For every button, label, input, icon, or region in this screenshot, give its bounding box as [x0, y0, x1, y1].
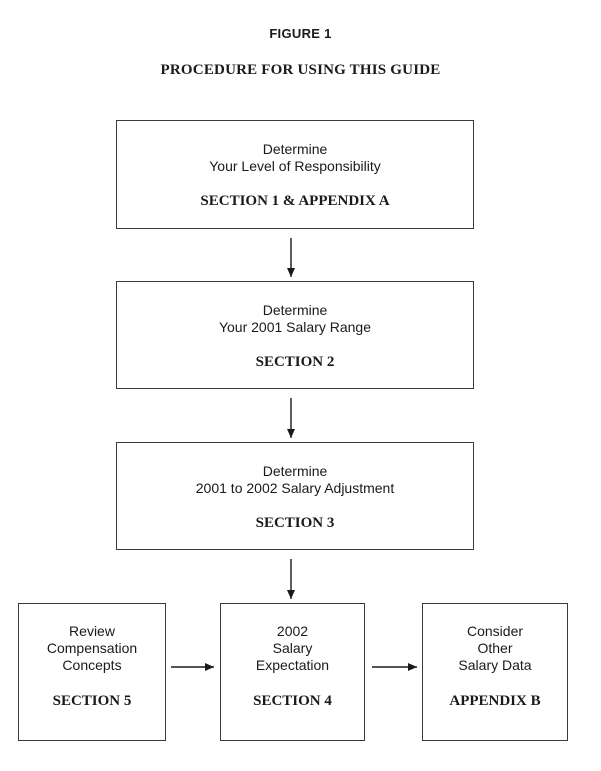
step-box-section: SECTION 2 — [255, 354, 335, 370]
step-box-line: Consider — [466, 623, 524, 639]
step-box-salary-range: Determine Your 2001 Salary Range SECTION… — [116, 281, 474, 389]
step-box-review-compensation: Review Compensation Concepts SECTION 5 — [18, 603, 166, 741]
step-box-line: Your Level of Responsibility — [209, 158, 381, 174]
step-box-line: 2001 to 2002 Salary Adjustment — [195, 480, 395, 496]
step-box-section: APPENDIX B — [449, 693, 541, 709]
step-box-line: Review — [69, 623, 115, 639]
step-box-section: SECTION 3 — [255, 515, 335, 531]
step-box-line: Concepts — [62, 657, 122, 673]
step-box-line: Compensation — [46, 640, 138, 656]
step-box-other-salary-data: Consider Other Salary Data APPENDIX B — [422, 603, 568, 741]
step-box-line: Salary Data — [458, 657, 532, 673]
step-box-salary-adjustment: Determine 2001 to 2002 Salary Adjustment… — [116, 442, 474, 550]
step-box-salary-expectation: 2002 Salary Expectation SECTION 4 — [220, 603, 365, 741]
step-box-line: Determine — [262, 141, 328, 157]
step-box-line: Your 2001 Salary Range — [218, 319, 372, 335]
figure-label: FIGURE 1 — [269, 26, 332, 41]
step-box-section: SECTION 5 — [52, 693, 132, 709]
step-box-section: SECTION 4 — [253, 693, 332, 709]
step-box-line: Expectation — [255, 657, 330, 673]
step-box-section: SECTION 1 & APPENDIX A — [200, 193, 390, 209]
diagram-title: PROCEDURE FOR USING THIS GUIDE — [160, 62, 441, 78]
step-box-line: Salary — [272, 640, 313, 656]
step-box-responsibility: Determine Your Level of Responsibility S… — [116, 120, 474, 229]
step-box-line: Determine — [262, 302, 328, 318]
step-box-line: Other — [477, 640, 513, 656]
step-box-line: 2002 — [276, 623, 309, 639]
step-box-line: Determine — [262, 463, 328, 479]
